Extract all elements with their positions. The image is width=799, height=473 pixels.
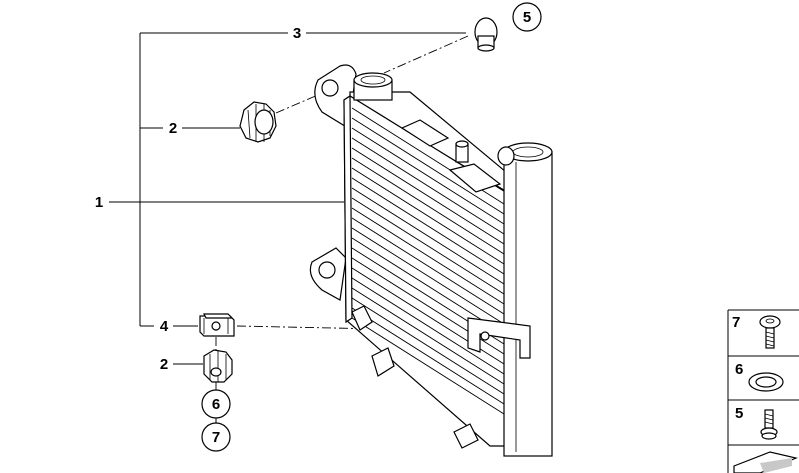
arrow-tag-icon: [733, 451, 798, 473]
cooling-fin: [351, 307, 505, 405]
cooling-fin: [351, 187, 505, 285]
cooling-fin: [351, 227, 505, 325]
bolt-icon: [760, 409, 778, 440]
callout-6: 6: [212, 396, 220, 413]
cooling-fin: [351, 117, 505, 215]
cooling-fin: [351, 127, 505, 225]
callout-2-lower: 2: [160, 356, 168, 373]
legend-label-6: 6: [735, 361, 743, 378]
legend-label-5: 5: [735, 405, 743, 422]
callout-2-upper: 2: [169, 120, 177, 137]
callout-5: 5: [523, 9, 531, 26]
parts-legend: 7 6 5: [727, 309, 799, 473]
rubber-mount-lower: [203, 349, 233, 383]
cooling-fin: [351, 137, 505, 235]
callout-7-circle: [201, 422, 231, 452]
washer-icon: [748, 372, 784, 392]
callout-5-circle: [512, 2, 542, 32]
screw-icon: [759, 315, 781, 349]
cooling-fin: [351, 147, 505, 245]
oil-cooler: [309, 64, 553, 457]
callout-1: 1: [95, 194, 103, 211]
cooling-fin: [351, 277, 505, 375]
cooling-fin: [351, 197, 505, 295]
spring-clip: [199, 313, 235, 337]
legend-label-7: 7: [732, 314, 740, 331]
bolt-part: [474, 17, 498, 52]
callout-4: 4: [160, 318, 169, 335]
callout-6-circle: [201, 389, 231, 419]
cooling-fin: [351, 217, 505, 315]
rubber-mount-upper: [239, 101, 277, 143]
cooling-fin: [351, 207, 505, 305]
callout-7: 7: [212, 429, 220, 446]
cooling-fin: [351, 157, 505, 255]
cooling-fin: [351, 167, 505, 265]
cooling-fin: [351, 287, 505, 385]
cooling-fin: [351, 237, 505, 335]
callout-3: 3: [293, 25, 301, 42]
cooling-fin: [351, 317, 505, 415]
cooling-fin: [351, 177, 505, 275]
cooling-fin: [351, 297, 505, 395]
